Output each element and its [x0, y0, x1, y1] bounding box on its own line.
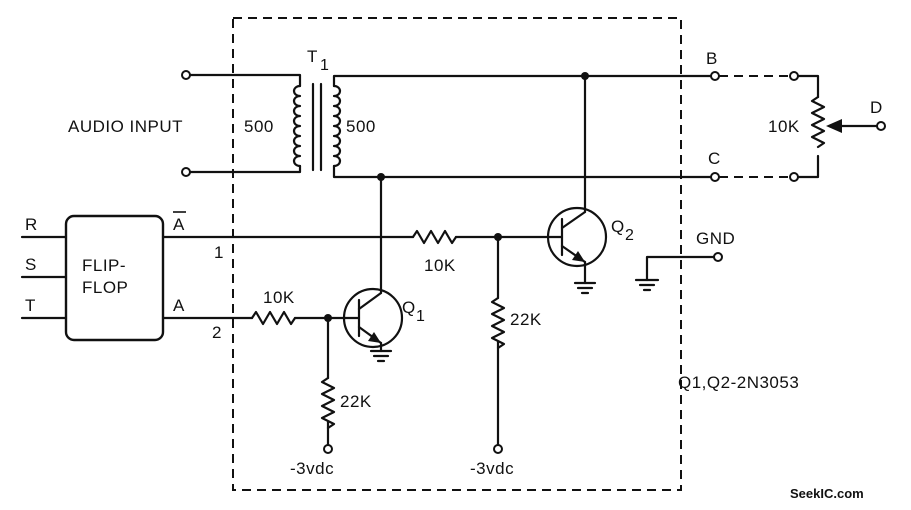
flip-flop: FLIP- FLOP R S T A A 1 2 — [20, 211, 224, 342]
right-supply-label: -3vdc — [470, 459, 514, 478]
a-output-label: A — [173, 296, 185, 315]
watermark: SeekIC.com — [790, 486, 864, 501]
flip-flop-label-line2: FLOP — [82, 278, 128, 297]
q1-base-resistor[interactable] — [250, 310, 297, 326]
q2-emitter-arrow — [572, 251, 585, 262]
q1-emitter-arrow — [368, 332, 381, 343]
audio-input-label: AUDIO INPUT — [68, 117, 183, 136]
q2-drive-path: 10K 22K -3vdc — [161, 229, 550, 478]
terminal-d[interactable] — [876, 121, 886, 131]
line-1-label: 1 — [214, 243, 224, 262]
potentiometer — [810, 95, 826, 149]
terminal-b-label: B — [706, 49, 718, 68]
q1-base-resistor-label: 10K — [263, 288, 295, 307]
q2-base-resistor-label: 10K — [424, 256, 456, 275]
output-section: B C D 10K — [706, 49, 886, 182]
left-supply-label: -3vdc — [290, 459, 334, 478]
flip-flop-label-line1: FLIP- — [82, 256, 126, 275]
pot-terminal-top — [789, 71, 799, 81]
q1-subscript: 1 — [416, 308, 425, 325]
t-input-label: T — [25, 296, 36, 315]
q2-subscript: 2 — [625, 227, 634, 244]
q2-pulldown-resistor[interactable] — [490, 296, 506, 350]
pot-terminal-bottom — [789, 172, 799, 182]
q1-pulldown-resistor[interactable] — [320, 376, 336, 430]
transformer-subscript: 1 — [320, 57, 329, 74]
q1-supply-terminal — [323, 444, 333, 454]
secondary-ohms-label: 500 — [346, 117, 376, 136]
gnd-terminal[interactable] — [713, 252, 723, 262]
part-number-note: Q1,Q2-2N3053 — [678, 373, 799, 392]
q2-label: Q — [611, 217, 625, 236]
r-input-label: R — [25, 215, 38, 234]
transistor-q1: Q 1 — [342, 173, 425, 363]
primary-ohms-label: 500 — [244, 117, 274, 136]
terminal-b[interactable] — [710, 71, 720, 81]
audio-input-section: AUDIO INPUT 500 500 T 1 — [68, 47, 713, 179]
q2-base-resistor[interactable] — [411, 229, 458, 245]
line-2-label: 2 — [212, 323, 222, 342]
transformer-label: T — [307, 47, 318, 66]
transformer-primary-coil — [292, 84, 302, 168]
module-boundary — [232, 17, 682, 491]
audio-input-terminal-bottom — [181, 167, 191, 177]
a-bar-output-label: A — [173, 215, 185, 234]
gnd-label: GND — [696, 229, 735, 248]
q1-drive-path: 10K 22K -3vdc — [161, 288, 372, 478]
q1-label: Q — [402, 298, 416, 317]
terminal-c[interactable] — [710, 172, 720, 182]
q2-pulldown-resistor-label: 22K — [510, 310, 542, 329]
pot-value-label: 10K — [768, 117, 800, 136]
ground-section: GND — [634, 229, 735, 292]
q1-pulldown-resistor-label: 22K — [340, 392, 372, 411]
terminal-c-label: C — [708, 149, 721, 168]
q2-supply-terminal — [493, 444, 503, 454]
terminal-d-label: D — [870, 98, 883, 117]
transistor-q2: Q 2 — [546, 72, 634, 295]
audio-input-terminal-top — [181, 70, 191, 80]
s-input-label: S — [25, 255, 37, 274]
wiper-arrow — [826, 119, 842, 133]
transformer-secondary-coil — [332, 84, 342, 168]
